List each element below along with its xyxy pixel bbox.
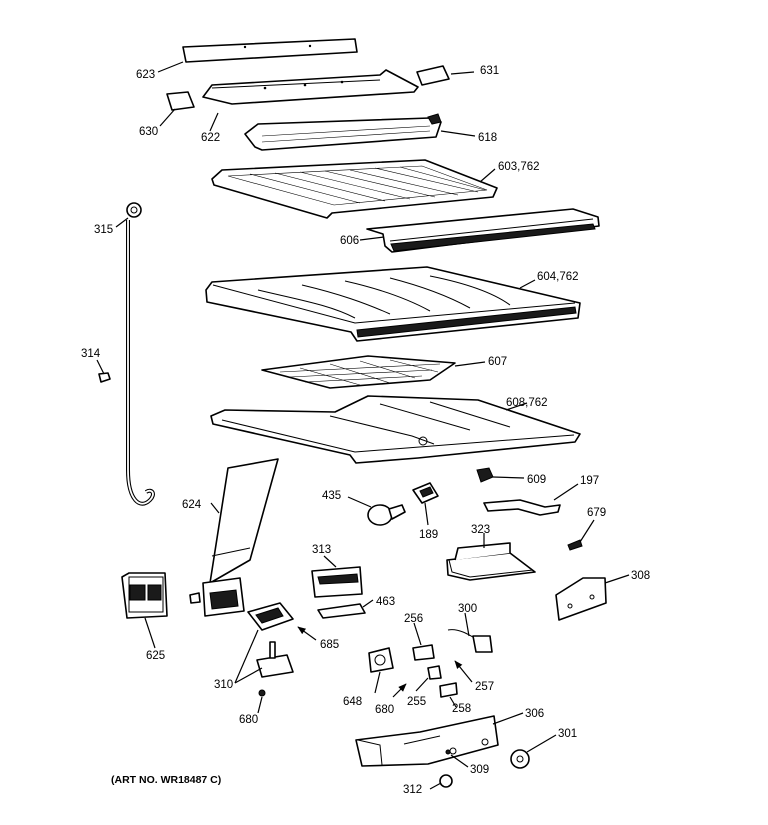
label-308: 308 [631,570,650,582]
label-310: 310 [214,679,233,691]
part-258-knob [439,682,458,698]
callout-labels: 623 631 630 622 618 603,762 315 606 604,… [81,65,650,796]
label-435: 435 [322,490,341,502]
label-607: 607 [488,356,507,368]
label-255: 255 [407,696,426,708]
label-622: 622 [201,132,220,144]
leader-lines [96,61,630,790]
label-189: 189 [419,529,438,541]
label-606: 606 [340,235,359,247]
label-604: 604,762 [537,271,579,283]
label-680a: 680 [375,704,394,716]
part-197-wire [483,499,561,516]
label-630: 630 [139,126,158,138]
label-463: 463 [376,596,395,608]
part-301-knob [510,749,530,769]
part-308-plate [555,577,607,621]
part-618-bracket [244,113,442,151]
part-623-strip [182,38,358,63]
label-631: 631 [480,65,499,77]
part-608-pan [210,395,581,464]
part-624-damper [189,577,245,617]
label-685: 685 [320,639,339,651]
label-618: 618 [478,132,497,144]
part-603-shelf [211,159,498,219]
part-309-screw [445,749,451,755]
part-680-screw-left [258,689,266,697]
part-679-screw [567,539,583,551]
label-197: 197 [580,475,599,487]
part-323-housing [446,542,536,581]
label-256: 256 [404,613,423,625]
label-323: 323 [471,524,490,536]
part-189-socket [412,482,439,504]
label-603: 603,762 [498,161,540,173]
label-648: 648 [343,696,362,708]
part-624-duct [209,458,279,584]
label-314: 314 [81,348,101,360]
part-313-box [311,566,363,598]
label-309: 309 [470,764,489,776]
label-608: 608,762 [506,397,548,409]
part-314-clip [98,372,111,383]
part-622-cover [202,69,419,105]
label-258: 258 [452,703,471,715]
label-312: 312 [403,784,422,796]
part-648-motor [368,647,394,673]
label-680b: 680 [239,714,258,726]
label-623: 623 [136,69,155,81]
part-630-block [166,91,195,111]
label-315: 315 [94,224,113,236]
part-625-bracket [121,572,168,619]
part-300-harness [447,629,493,653]
part-685-relay [247,602,294,631]
part-255-clip [427,665,442,680]
label-301: 301 [558,728,577,740]
label-300: 300 [458,603,477,615]
part-607-screen [261,355,456,389]
label-313: 313 [312,544,331,556]
art-number: (ART NO. WR18487 C) [111,774,221,786]
label-609: 609 [527,474,546,486]
part-310-thermostat [256,641,294,678]
part-463-plate [317,603,366,619]
label-625: 625 [146,650,165,662]
part-315-tube [126,202,155,506]
part-435-bulb [367,504,406,526]
label-624: 624 [182,499,202,511]
part-631-block [416,65,450,86]
label-306: 306 [525,708,544,720]
part-256-switch [412,644,435,661]
label-257: 257 [475,681,494,693]
part-606-channel [366,208,600,253]
part-604-shelf [205,266,581,342]
label-679: 679 [587,507,606,519]
part-312-nut [439,774,453,788]
part-609-clip [476,467,494,483]
part-306-panel [355,715,499,767]
